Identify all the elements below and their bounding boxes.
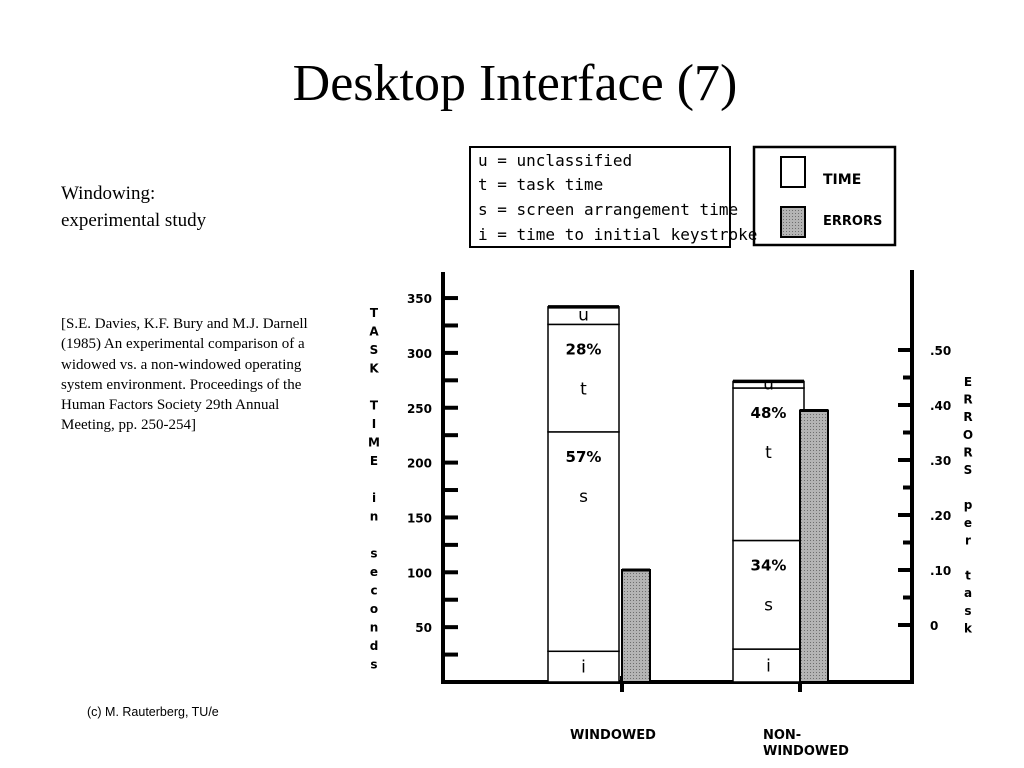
category-label: NON- bbox=[763, 728, 801, 743]
right-tick-label: .20 bbox=[930, 509, 951, 523]
segment-code-label: i bbox=[766, 657, 771, 677]
left-axis-label-letter: E bbox=[370, 454, 378, 468]
errors-bar bbox=[621, 569, 651, 683]
right-axis-label-letter: R bbox=[963, 410, 972, 424]
legend-code-text: t = task time bbox=[478, 175, 603, 194]
left-tick-label: 50 bbox=[415, 621, 432, 635]
bars: i 57% s 28% t u i 34% s 48% t u bbox=[547, 305, 829, 683]
segment-code-label: i bbox=[581, 658, 586, 678]
legend-code-text: i = time to initial keystroke bbox=[478, 225, 757, 244]
segment-percent-label: 28% bbox=[566, 340, 602, 358]
left-axis-label-letter: I bbox=[372, 417, 376, 431]
left-axis-label-letter: o bbox=[370, 602, 378, 616]
reference-line: Human Factors Society 29th Annual bbox=[61, 397, 280, 414]
right-axis-label-letter: e bbox=[964, 516, 972, 530]
right-axis-label-letter: E bbox=[964, 375, 972, 389]
left-tick-label: 350 bbox=[407, 292, 432, 306]
errors-bar bbox=[799, 409, 829, 683]
left-tick-label: 100 bbox=[407, 566, 432, 580]
legend-codes: u = unclassified t = task time s = scree… bbox=[469, 146, 757, 248]
segment-code-label: t bbox=[580, 379, 587, 399]
left-axis-label-letter: d bbox=[370, 639, 379, 653]
left-axis-label-letter: e bbox=[370, 565, 378, 579]
left-tick-label: 150 bbox=[407, 511, 432, 525]
axes: 50100150200250300350TASKTIMEinseconds0.1… bbox=[368, 270, 973, 759]
time-bar-segment bbox=[547, 323, 620, 433]
left-axis-label-letter: T bbox=[370, 306, 379, 320]
left-axis-label-letter: M bbox=[368, 436, 380, 450]
segment-code-label: u bbox=[578, 306, 589, 326]
legend-series-frame bbox=[752, 145, 897, 247]
right-axis-label-letter: p bbox=[964, 498, 973, 512]
subtitle-line: experimental study bbox=[61, 210, 207, 231]
legend-label-errors: ERRORS bbox=[823, 214, 882, 229]
left-axis-label-letter: i bbox=[372, 491, 376, 505]
segment-code-label: s bbox=[579, 487, 588, 507]
segment-code-label: t bbox=[765, 443, 772, 463]
left-axis-label-letter: s bbox=[370, 658, 377, 672]
right-axis-label-letter: R bbox=[963, 445, 972, 459]
segment-percent-label: 57% bbox=[566, 448, 602, 466]
reference-line: Meeting, pp. 250-254] bbox=[61, 417, 196, 434]
segment-percent-label: 34% bbox=[751, 556, 787, 574]
legend-swatch-errors bbox=[780, 206, 806, 238]
time-bar-segment bbox=[547, 650, 620, 683]
left-axis-label-letter: c bbox=[370, 584, 377, 598]
right-tick-label: .10 bbox=[930, 564, 951, 578]
segment-percent-label: 48% bbox=[751, 404, 787, 422]
segment-code-label: s bbox=[764, 595, 773, 615]
right-axis-label-letter: t bbox=[965, 569, 971, 583]
right-axis-label-letter: k bbox=[964, 621, 973, 635]
right-tick-label: 0 bbox=[930, 619, 938, 633]
copyright-footer: (c) M. Rauterberg, TU/e bbox=[87, 705, 219, 719]
left-tick-label: 300 bbox=[407, 347, 432, 361]
legend-code-text: s = screen arrangement time bbox=[478, 200, 738, 219]
subtitle-line: Windowing: bbox=[61, 183, 156, 204]
reference-line: [S.E. Davies, K.F. Bury and M.J. Darnell bbox=[61, 316, 308, 332]
reference-line: (1985) An experimental comparison of a bbox=[61, 336, 305, 353]
slide-title: Desktop Interface (7) bbox=[292, 55, 738, 112]
left-tick-label: 200 bbox=[407, 457, 432, 471]
category-label: WINDOWED bbox=[763, 744, 849, 759]
right-tick-label: .50 bbox=[930, 344, 951, 358]
left-axis-label-letter: n bbox=[370, 510, 379, 524]
category-label: WINDOWED bbox=[570, 728, 656, 743]
right-axis-label-letter: O bbox=[963, 428, 973, 442]
right-axis-label-letter: S bbox=[964, 463, 973, 477]
right-axis-label-letter: s bbox=[964, 604, 971, 618]
left-axis-label-letter: s bbox=[370, 547, 377, 561]
left-tick-label: 250 bbox=[407, 402, 432, 416]
legend-swatch-time bbox=[780, 156, 806, 188]
reference-line: widowed vs. a non-windowed operating bbox=[61, 356, 302, 373]
left-axis-label-letter: S bbox=[370, 343, 379, 357]
right-axis-label-letter: r bbox=[965, 533, 971, 547]
left-axis-label-letter: n bbox=[370, 621, 379, 635]
reference-line: system environment. Proceedings of the bbox=[61, 376, 302, 393]
legend-series: TIME ERRORS bbox=[752, 145, 897, 247]
reference-citation: [S.E. Davies, K.F. Bury and M.J. Darnell… bbox=[61, 314, 351, 436]
right-tick-label: .40 bbox=[930, 399, 951, 413]
segment-code-label: u bbox=[763, 375, 774, 395]
time-bar-segment bbox=[732, 387, 805, 542]
subtitle: Windowing: experimental study bbox=[61, 180, 321, 234]
legend-codes-frame bbox=[469, 146, 731, 248]
right-tick-label: .30 bbox=[930, 454, 951, 468]
legend-code-text: u = unclassified bbox=[478, 151, 632, 170]
time-bar-segment bbox=[547, 431, 620, 653]
right-axis-label-letter: R bbox=[963, 393, 972, 407]
left-axis-label-letter: T bbox=[370, 399, 379, 413]
legend-label-time: TIME bbox=[823, 172, 861, 188]
left-axis-label-letter: A bbox=[369, 325, 379, 339]
left-axis-label-letter: K bbox=[369, 362, 379, 376]
right-axis-label-letter: a bbox=[964, 586, 972, 600]
